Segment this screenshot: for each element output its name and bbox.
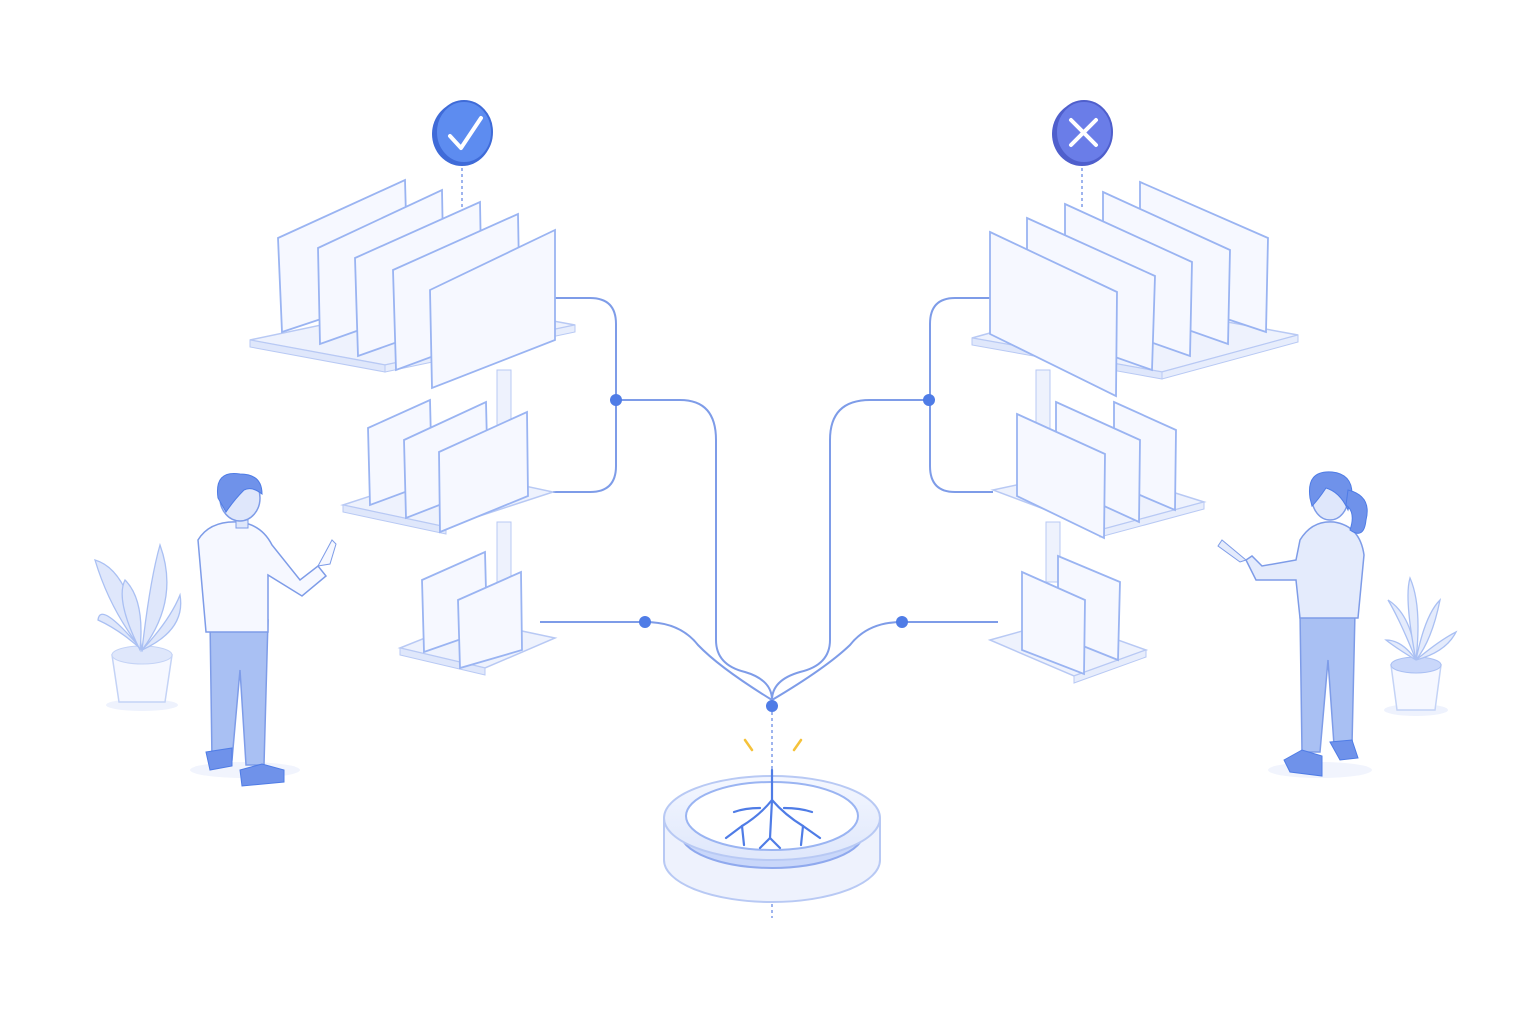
- document-card: [1021, 570, 1086, 676]
- document-card: [438, 410, 529, 534]
- document-card: [457, 570, 523, 670]
- man-pointing-icon: [190, 473, 337, 787]
- connector-left-top: [545, 297, 773, 701]
- connector-left-bottom: [540, 621, 773, 701]
- right-document-stacks: [971, 180, 1299, 684]
- invalid-status-badge: [1052, 100, 1113, 166]
- check-mark-icon: [448, 116, 483, 150]
- tree-roots-icon: [724, 768, 822, 850]
- connector-dots: [610, 394, 935, 712]
- junction-dot: [639, 616, 651, 628]
- document-card: [429, 228, 556, 390]
- connector-right-bottom: [771, 621, 998, 701]
- potted-plant-icon: [1384, 576, 1458, 716]
- junction-dot: [896, 616, 908, 628]
- document-card: [989, 230, 1118, 398]
- connector-right-mid: [929, 400, 993, 493]
- potted-plant-icon: [94, 542, 182, 711]
- junction-dot: [610, 394, 622, 406]
- valid-status-badge: [432, 100, 493, 166]
- root-node: [663, 768, 881, 903]
- woman-gesturing-icon: [1217, 471, 1372, 778]
- connector-lines: [540, 297, 998, 701]
- junction-dot: [923, 394, 935, 406]
- document-card: [1016, 412, 1106, 540]
- left-document-stacks: [249, 178, 576, 676]
- connector-right-top: [771, 297, 990, 701]
- x-mark-icon: [1069, 118, 1098, 147]
- connector-left-mid: [553, 400, 617, 493]
- spark-icon: [743, 738, 803, 752]
- merge-dot: [766, 700, 778, 712]
